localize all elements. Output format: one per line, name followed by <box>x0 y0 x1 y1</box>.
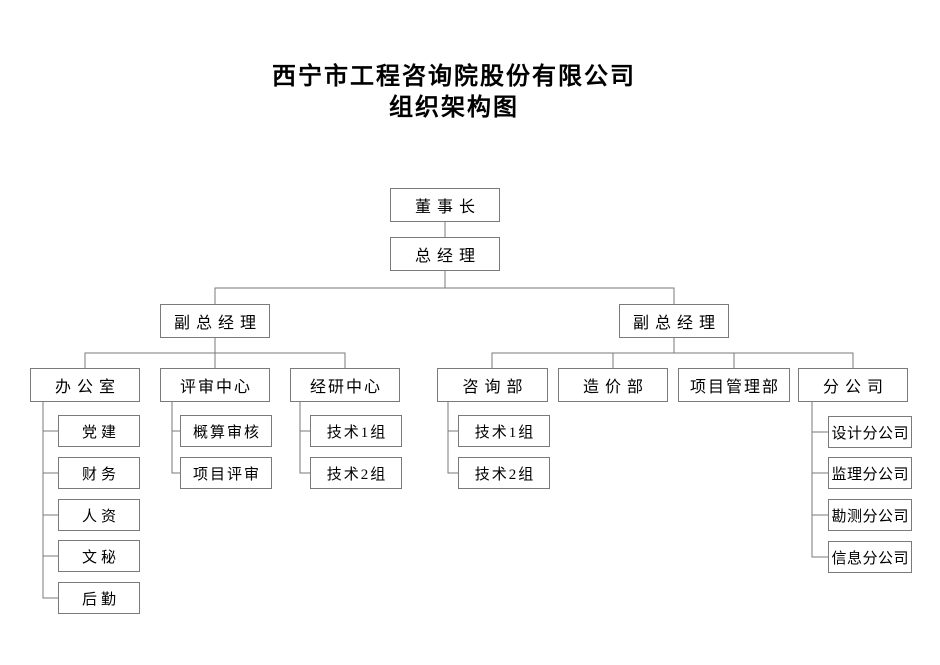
org-node-information-branch: 信息分公司 <box>828 541 912 573</box>
org-node-research-tech-group-2: 技术2组 <box>310 457 402 489</box>
org-node-consulting-dept: 咨询部 <box>437 368 548 402</box>
org-node-cost-dept: 造价部 <box>558 368 668 402</box>
org-node-branch-companies: 分公司 <box>798 368 908 402</box>
org-node-consulting-tech-group-2: 技术2组 <box>458 457 550 489</box>
org-node-deputy-gm-left: 副总经理 <box>160 304 270 338</box>
org-node-review-center: 评审中心 <box>160 368 270 402</box>
org-node-secretary: 文秘 <box>58 540 140 572</box>
org-node-research-tech-group-1: 技术1组 <box>310 415 402 447</box>
org-node-research-center: 经研中心 <box>290 368 400 402</box>
company-name-title: 西宁市工程咨询院股份有限公司 <box>272 64 636 90</box>
org-node-project-review: 项目评审 <box>180 457 272 489</box>
org-node-human-resources: 人资 <box>58 499 140 531</box>
org-node-chairman: 董事长 <box>390 188 500 222</box>
org-node-party-building: 党建 <box>58 415 140 447</box>
org-node-design-branch: 设计分公司 <box>828 416 912 448</box>
org-node-deputy-gm-right: 副总经理 <box>619 304 729 338</box>
chart-title: 西宁市工程咨询院股份有限公司 组织架构图 <box>0 62 908 124</box>
org-node-finance: 财务 <box>58 457 140 489</box>
org-node-consulting-tech-group-1: 技术1组 <box>458 415 550 447</box>
chart-subtitle: 组织架构图 <box>389 95 519 121</box>
org-node-project-management-dept: 项目管理部 <box>678 368 790 402</box>
org-node-logistics: 后勤 <box>58 582 140 614</box>
org-node-supervision-branch: 监理分公司 <box>828 457 912 489</box>
org-node-estimate-review: 概算审核 <box>180 415 272 447</box>
org-node-survey-branch: 勘测分公司 <box>828 499 912 531</box>
org-node-general-manager: 总经理 <box>390 237 500 271</box>
org-node-office: 办公室 <box>30 368 140 402</box>
